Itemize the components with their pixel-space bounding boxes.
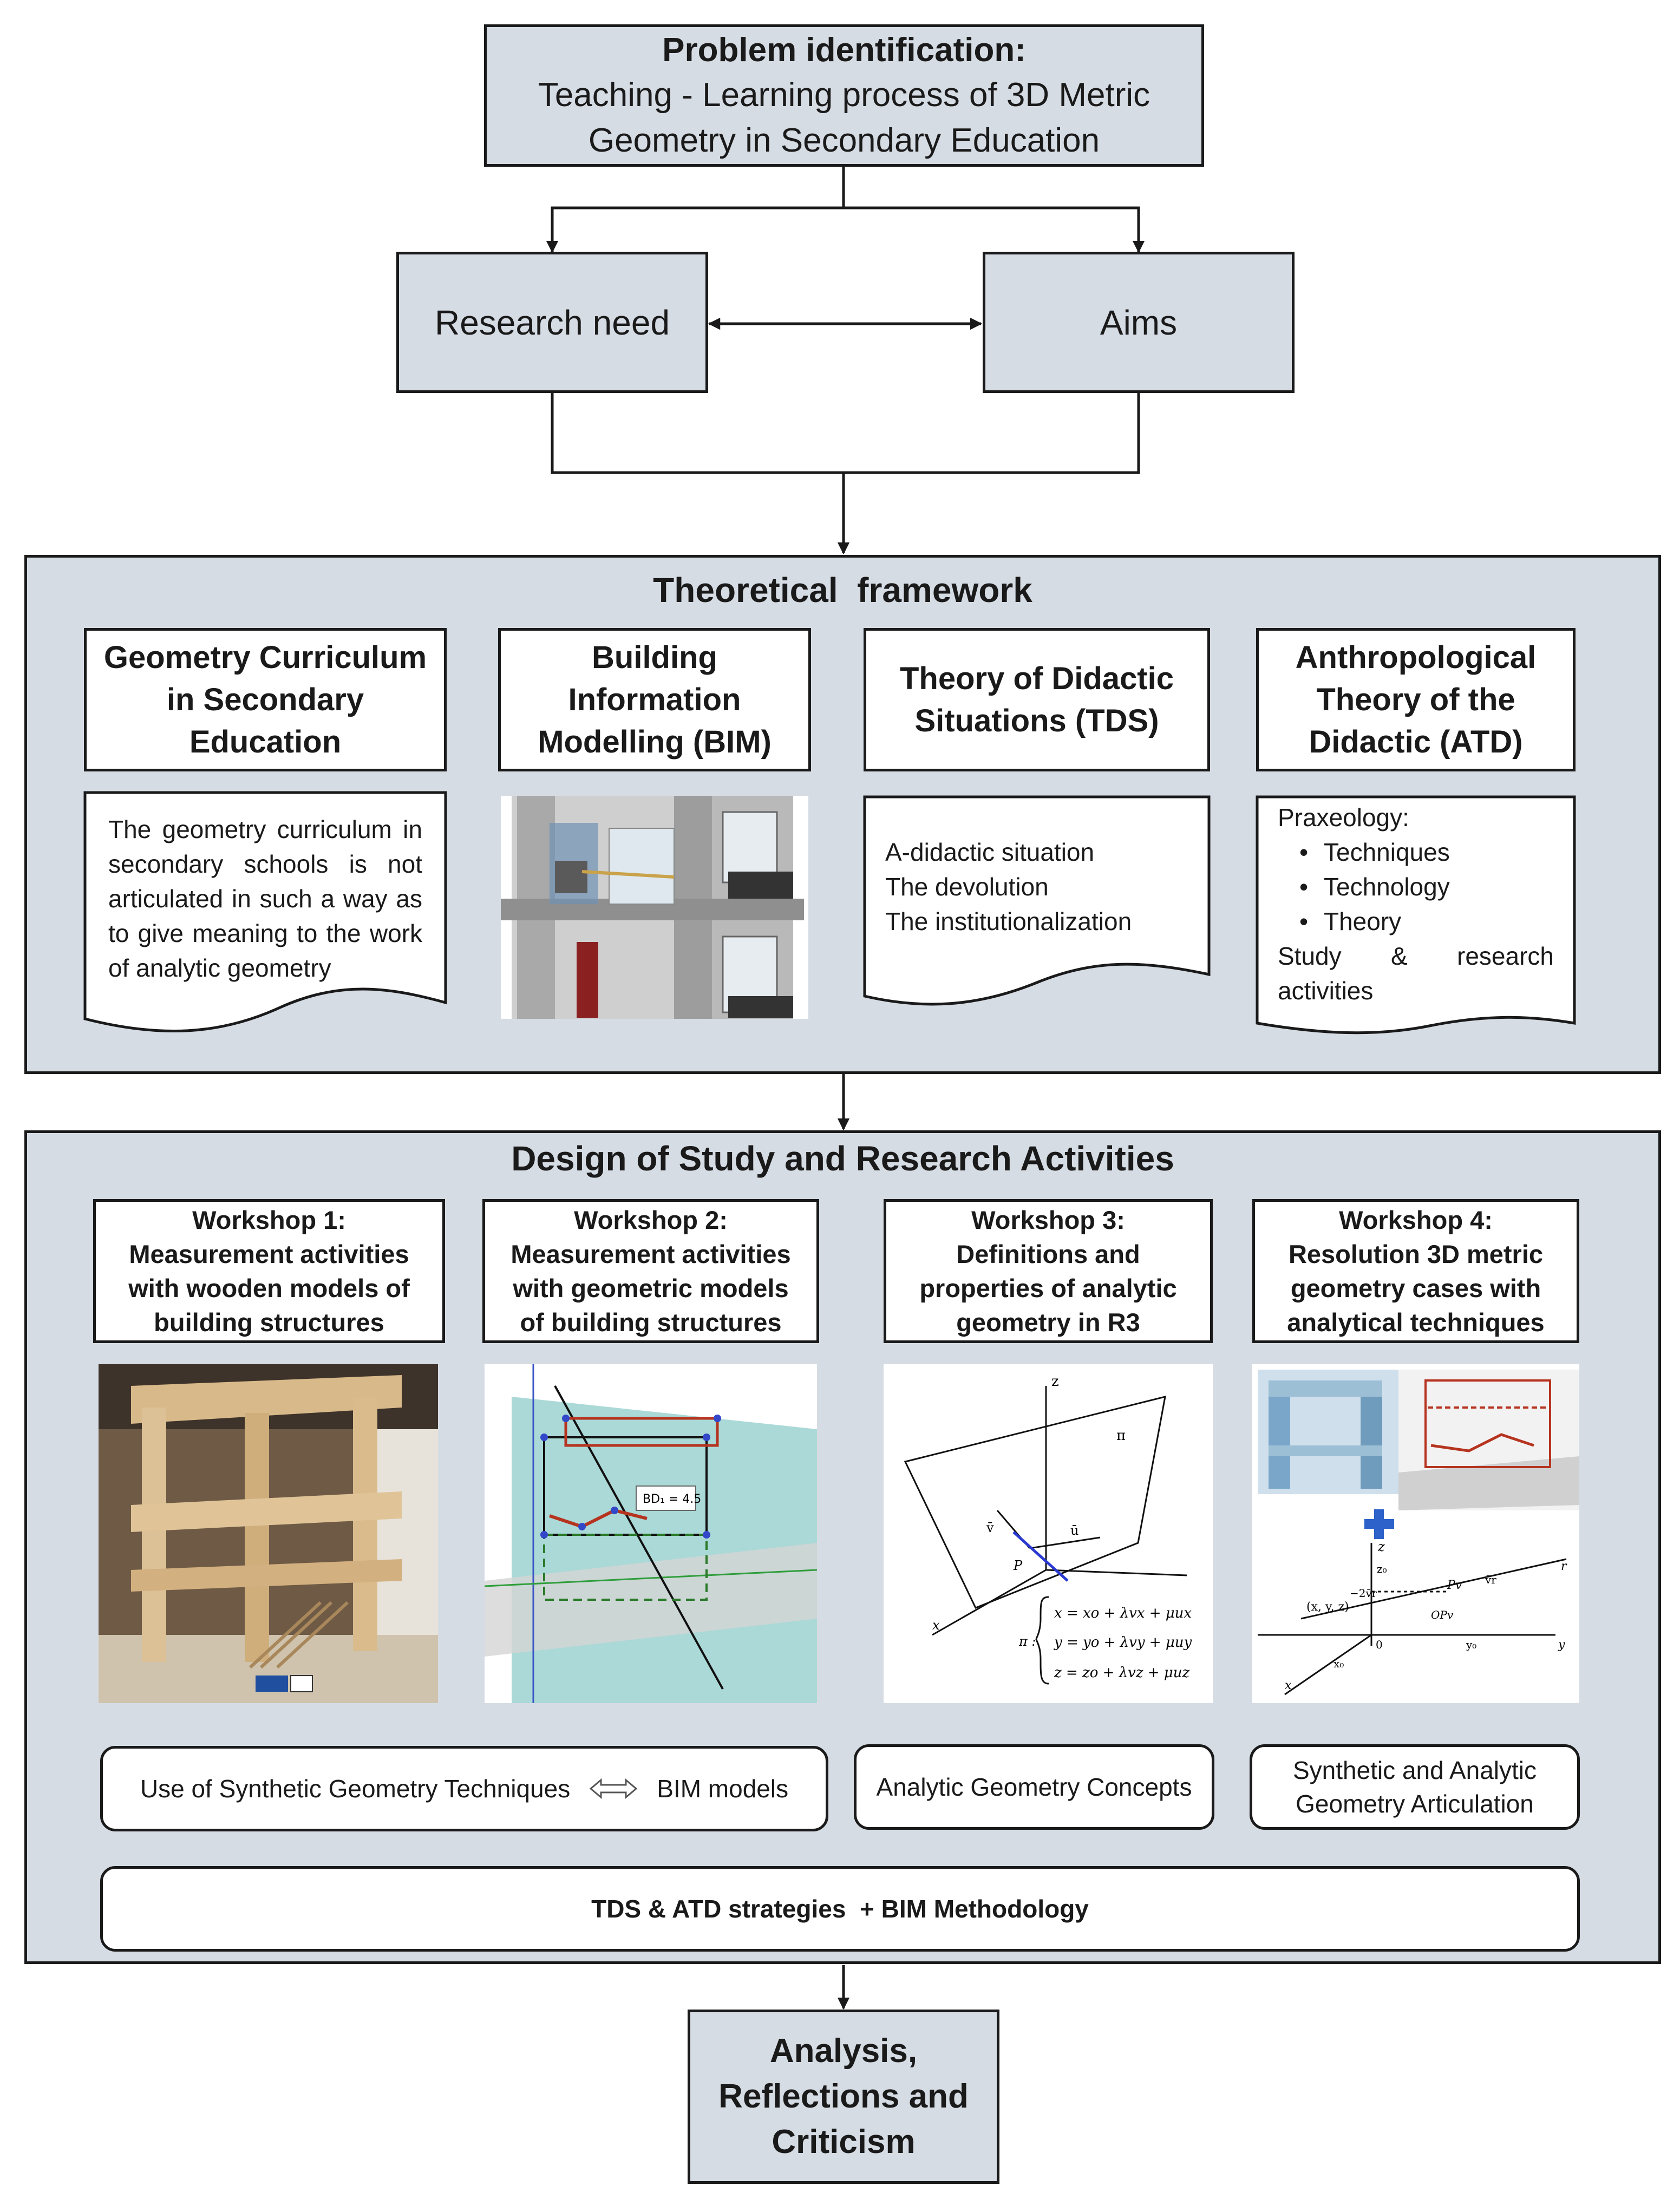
- workshop-2-label: BD₁ = 4.5: [643, 1493, 701, 1506]
- problem-identification-box: Problem identification: Teaching - Learn…: [484, 24, 1204, 167]
- atd-study-word: Study: [1278, 942, 1342, 970]
- atd-bullets: Techniques Technology Theory: [1278, 835, 1554, 939]
- strategies-label: TDS & ATD strategies + BIM Methodology: [591, 1895, 1089, 1923]
- ws3-eq-line-2: y = yo + λvy + μuy: [1054, 1634, 1192, 1651]
- workshop-2-geometric-model-image: BD₁ = 4.5: [485, 1364, 817, 1703]
- atd-study-line: Study & research: [1278, 939, 1554, 973]
- ws3-eq-prefix: π :: [1018, 1634, 1036, 1649]
- ws4-op-label: OPv: [1431, 1608, 1454, 1621]
- ws4-vr-label: v̄r: [1485, 1573, 1496, 1586]
- geometry-curriculum-header: Geometry Curriculum in Secondary Educati…: [84, 628, 447, 771]
- atd-praxeology: Praxeology:: [1278, 803, 1409, 832]
- workshop-2-header: Workshop 2: Measurement activities with …: [482, 1199, 819, 1343]
- tds-header: Theory of Didactic Situations (TDS): [864, 628, 1210, 771]
- research-need-label: Research need: [434, 303, 670, 342]
- ws3-v-label: v̄: [986, 1520, 994, 1535]
- atd-header: Anthropological Theory of the Didactic (…: [1256, 628, 1576, 771]
- workshop-3-header: Workshop 3: Definitions and properties o…: [884, 1199, 1213, 1343]
- articulation-box: Synthetic and Analytic Geometry Articula…: [1250, 1744, 1580, 1830]
- problem-title: Problem identification:: [662, 31, 1026, 69]
- atd-bullet-techniques: Techniques: [1299, 835, 1554, 869]
- bim-header: Building Information Modelling (BIM): [498, 628, 811, 771]
- workshop-3-analytic-diagram: z π ū v̄ P x π : x = xo + λvx + μux y = …: [884, 1364, 1213, 1703]
- ws4-neg2v-label: −2v̄r: [1350, 1587, 1377, 1600]
- ws3-z-label: z: [1051, 1373, 1059, 1390]
- atd-research-word: research: [1457, 942, 1554, 970]
- problem-description: Teaching - Learning process of 3D Metric…: [538, 76, 1150, 159]
- ws4-x0-label: x₀: [1333, 1657, 1344, 1670]
- ws4-pv-label: Pv: [1447, 1579, 1462, 1592]
- ws3-eq-line-1: x = xo + λvx + μux: [1054, 1605, 1192, 1621]
- ws4-xyz-label: (x, y, z): [1306, 1600, 1349, 1614]
- ws4-z0-label: z₀: [1377, 1562, 1387, 1575]
- document-shape: [863, 795, 1211, 1006]
- design-title: Design of Study and Research Activities: [511, 1139, 1174, 1178]
- analytic-concepts-label: Analytic Geometry Concepts: [876, 1773, 1192, 1801]
- ws4-r-label: r: [1561, 1560, 1567, 1573]
- ws4-y0-label: y₀: [1466, 1638, 1476, 1651]
- geometry-curriculum-document: The geometry curriculum in secondary sch…: [83, 791, 447, 1040]
- ws3-pi-label: π: [1116, 1428, 1126, 1444]
- aims-box: Aims: [983, 252, 1295, 393]
- double-arrow-icon: [589, 1778, 638, 1799]
- strategies-box: TDS & ATD strategies + BIM Methodology: [100, 1866, 1580, 1952]
- atd-activities: activities: [1278, 977, 1374, 1005]
- tds-item-devolution: The devolution: [885, 873, 1049, 901]
- workshop-4-analytic-diagram: z z₀ (x, y, z) −2v̄r Pv v̄r OPv r 0 y₀ y…: [1252, 1364, 1579, 1703]
- document-shape: [83, 791, 447, 1032]
- atd-bullet-technology: Technology: [1299, 869, 1554, 904]
- workshop-1-header: Workshop 1: Measurement activities with …: [93, 1199, 445, 1343]
- ws4-y-label: y: [1558, 1638, 1565, 1652]
- theoretical-framework-title: Theoretical framework: [653, 571, 1032, 610]
- ws3-u-label: ū: [1070, 1523, 1078, 1538]
- atd-bullet-theory: Theory: [1299, 904, 1554, 939]
- workshop-1-wooden-model-image: [99, 1364, 438, 1703]
- analytic-concepts-box: Analytic Geometry Concepts: [854, 1744, 1214, 1830]
- atd-ampersand: &: [1390, 942, 1408, 970]
- bim-models-label: BIM models: [657, 1775, 789, 1803]
- analysis-box: Analysis, Reflections and Criticism: [688, 2010, 999, 2184]
- workshop-4-header: Workshop 4: Resolution 3D metric geometr…: [1252, 1199, 1579, 1343]
- bim-model-image: [501, 796, 808, 1019]
- synthetic-bim-box: Use of Synthetic Geometry Techniques BIM…: [100, 1746, 828, 1831]
- atd-document: Praxeology: Techniques Technology Theory…: [1256, 795, 1576, 1039]
- synthetic-geometry-label: Use of Synthetic Geometry Techniques: [140, 1775, 571, 1803]
- tds-item-institutionalization: The institutionalization: [885, 907, 1132, 935]
- ws3-p-label: P: [1013, 1558, 1023, 1573]
- tds-items: A-didactic situation The devolution The …: [885, 835, 1188, 939]
- aims-label: Aims: [1100, 303, 1178, 342]
- ws3-eq-line-3: z = zo + λvz + μuz: [1054, 1665, 1190, 1681]
- geometry-curriculum-text: The geometry curriculum in secondary sch…: [108, 815, 422, 982]
- ws4-x-label: x: [1285, 1679, 1292, 1692]
- ws4-origin-label: 0: [1376, 1638, 1383, 1651]
- research-need-box: Research need: [396, 252, 708, 393]
- ws3-x-label: x: [932, 1618, 940, 1633]
- ws4-z-label: z: [1377, 1539, 1385, 1554]
- tds-item-adidactic: A-didactic situation: [885, 838, 1095, 866]
- atd-content: Praxeology: Techniques Technology Theory…: [1278, 800, 1554, 1008]
- tds-document: A-didactic situation The devolution The …: [863, 795, 1211, 1018]
